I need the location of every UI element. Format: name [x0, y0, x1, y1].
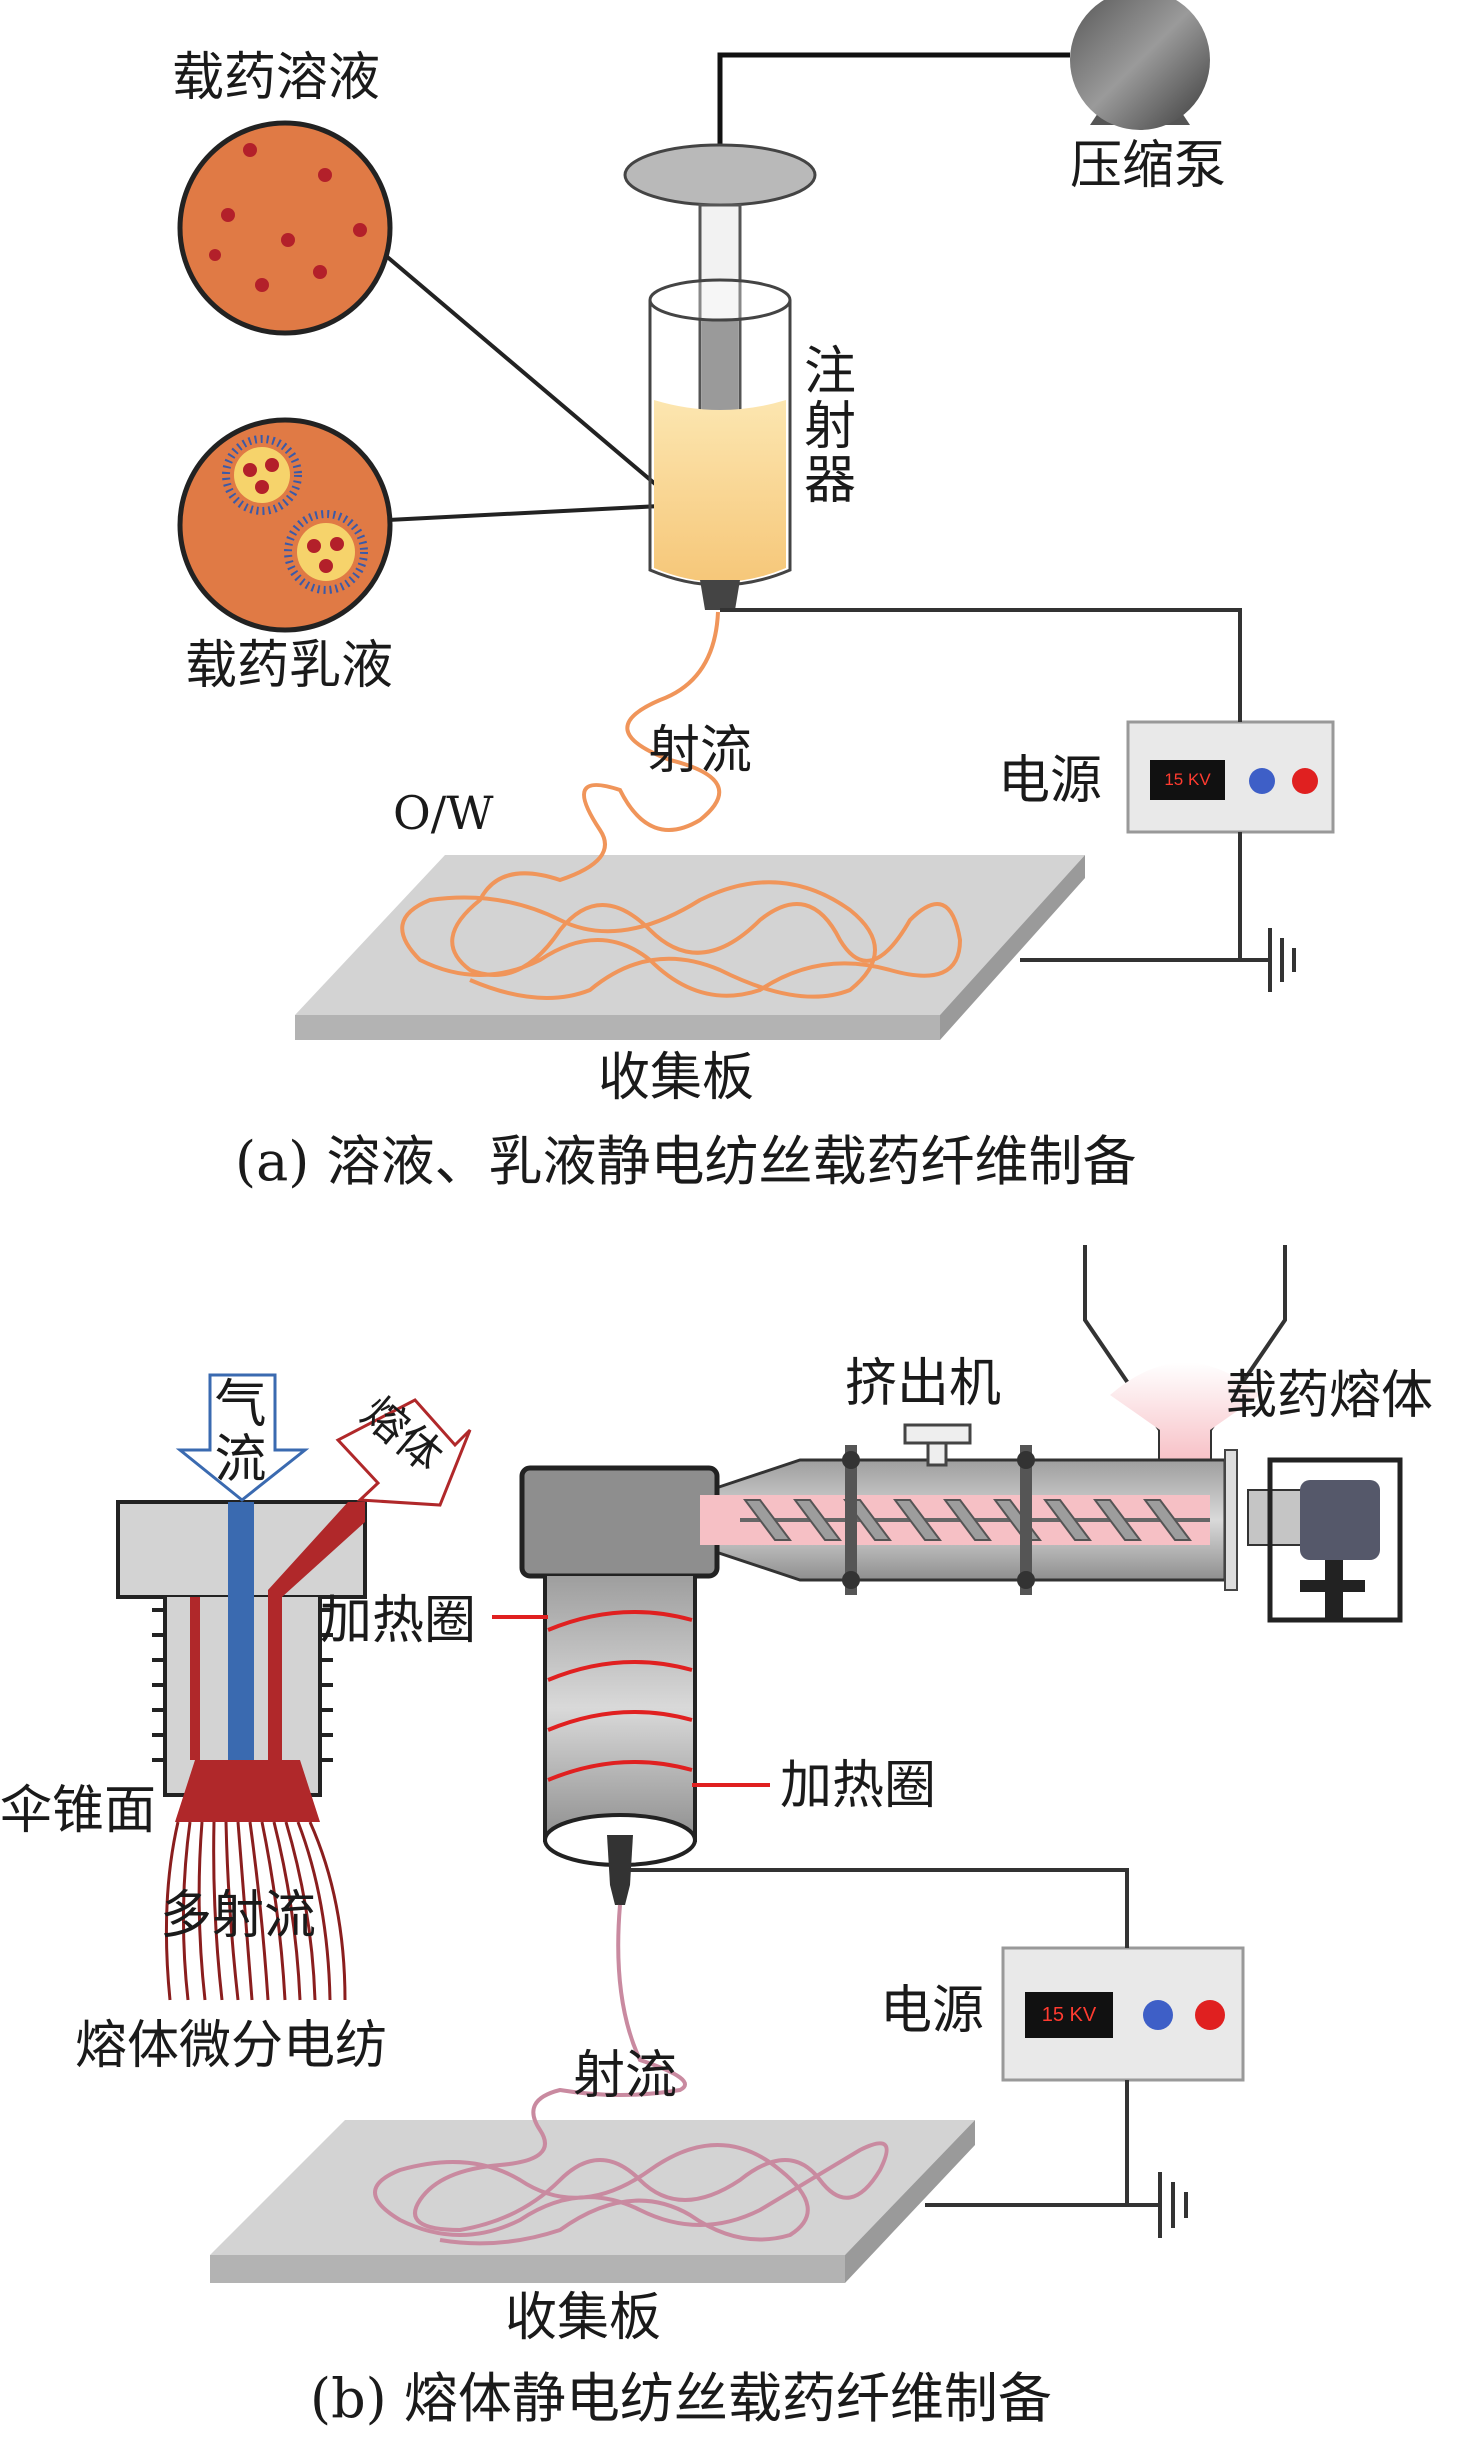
heating-coil: [547, 1610, 693, 1782]
compression-pump-label: 压缩泵: [1070, 136, 1227, 196]
collector-plate-b: [210, 2120, 975, 2283]
jet-a: [400, 611, 963, 1000]
airflow-arrow-icon: [175, 1373, 310, 1502]
emulsion-droplet-icon: [177, 417, 393, 633]
multi-jet-label: 多射流: [160, 1886, 317, 1946]
connector-line: [383, 253, 682, 507]
connector-line: [387, 503, 681, 522]
motor-icon: [1247, 1457, 1403, 1623]
heating-coil-label-left: 加热圈: [320, 1591, 477, 1651]
heating-coil-label-right: 加热圈: [780, 1756, 937, 1816]
drug-solution-label: 载药溶液: [172, 48, 381, 108]
melt-differential-label: 熔体微分电纺: [75, 2016, 388, 2076]
caption-a: (a) 溶液、乳液静电纺丝载药纤维制备: [235, 1130, 1137, 1193]
wire-a: [720, 608, 1242, 722]
melt-arrow-icon: [335, 1398, 472, 1507]
umbrella-cone-label: 伞锥面: [0, 1781, 157, 1841]
syringe-icon: [623, 143, 817, 610]
collector-label-b: 收集板: [505, 2288, 662, 2348]
ground-icon: [1240, 928, 1296, 992]
voltage-display-b: 15 KV: [1041, 2004, 1097, 2026]
jet-label-b: 射流: [573, 2046, 678, 2106]
voltage-display-a: 15 KV: [1164, 770, 1211, 789]
jet-label-a: 射流: [648, 721, 753, 781]
collector-plate-a: [295, 855, 1085, 1040]
caption-b: (b) 熔体静电纺丝载药纤维制备: [310, 2367, 1052, 2430]
spinneret-head-icon: [519, 1465, 720, 1905]
ow-label: O/W: [393, 786, 494, 840]
syringe-label: 注射器: [803, 342, 856, 512]
drug-emulsion-label: 载药乳液: [185, 636, 394, 696]
ground-icon: [1127, 2172, 1188, 2238]
collector-label-a: 收集板: [598, 1048, 755, 1108]
drug-melt-label: 载药熔体: [1225, 1366, 1434, 1426]
power-supply-a: [1126, 720, 1335, 834]
wire-b: [620, 1868, 1129, 1948]
power-supply-label-b: 电源: [880, 1981, 985, 2041]
power-supply-b: [1001, 1946, 1245, 2082]
solution-droplet-icon: [177, 120, 393, 336]
extruder-icon: [708, 1423, 1238, 1595]
airflow-label: 气流: [214, 1375, 267, 1490]
jet-b: [373, 1904, 889, 2246]
multi-jets: [164, 1821, 347, 2001]
pump-feed-line: [717, 52, 1070, 160]
extruder-label: 挤出机: [845, 1354, 1002, 1414]
power-supply-label-a: 电源: [998, 751, 1103, 811]
differential-nozzle-icon: [116, 1500, 367, 1822]
compression-pump-icon: [1070, 0, 1210, 130]
